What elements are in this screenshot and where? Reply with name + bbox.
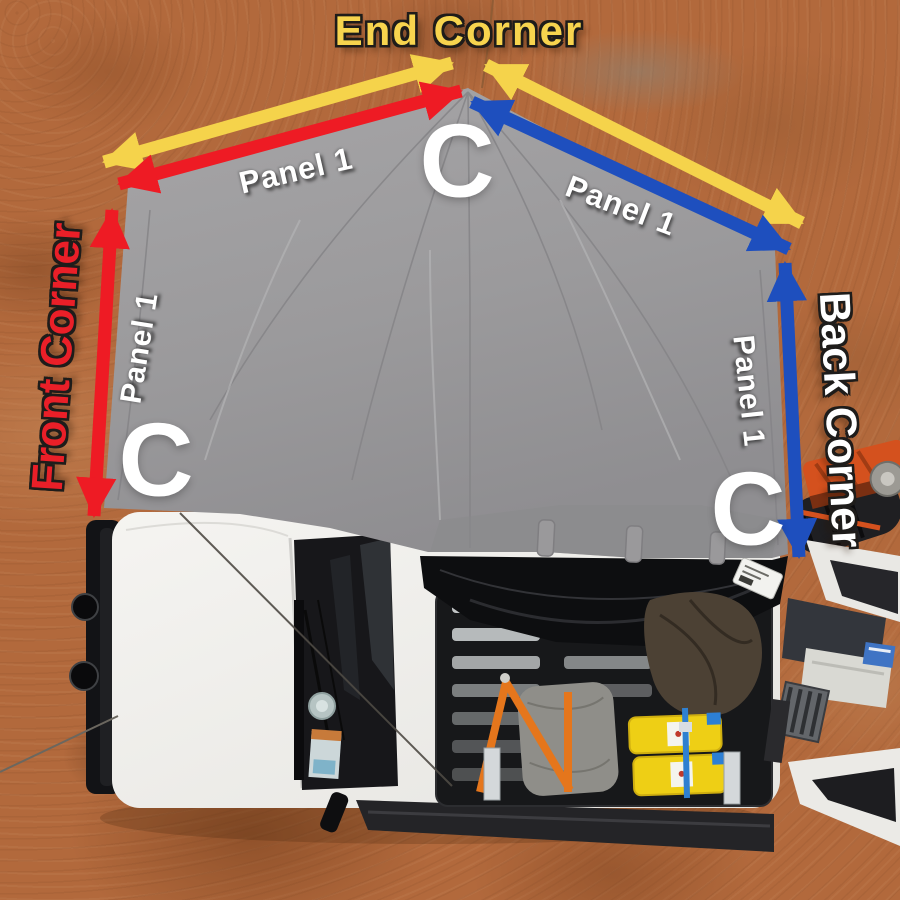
dash-papers bbox=[308, 729, 342, 779]
towel-fold bbox=[811, 660, 885, 676]
end-corner-label: End Corner bbox=[334, 7, 584, 54]
door-window-lower bbox=[812, 768, 896, 822]
hood-front-edge bbox=[125, 521, 289, 537]
dash-cup-inner bbox=[316, 700, 328, 712]
dark-strut bbox=[763, 699, 791, 763]
cowl-vent bbox=[294, 600, 304, 780]
arrow-red-front bbox=[76, 207, 130, 519]
side-gear bbox=[763, 439, 900, 846]
corner-marker-end: C bbox=[419, 103, 495, 220]
rack-bracket-right bbox=[723, 751, 741, 805]
guy-rope bbox=[179, 512, 453, 787]
chainsaw bbox=[802, 439, 900, 509]
arrow-blue-edge bbox=[469, 96, 792, 255]
arrow-blue-back bbox=[766, 260, 818, 560]
awning-bag-tag bbox=[732, 557, 783, 600]
windshield-reflection2 bbox=[330, 555, 360, 700]
guy-rope-2 bbox=[0, 715, 119, 773]
spotlight-right bbox=[69, 661, 99, 691]
door-window-upper bbox=[830, 560, 898, 614]
corner-marker-back: C bbox=[710, 451, 786, 568]
arrow-red-edge bbox=[117, 81, 463, 194]
blue-pack bbox=[862, 642, 896, 668]
spotlight-left bbox=[71, 593, 99, 621]
rack-bracket-left bbox=[483, 747, 501, 801]
corner-marker-front: C bbox=[118, 402, 194, 519]
jerry-cans bbox=[627, 712, 728, 797]
rolled-awning bbox=[356, 800, 774, 852]
awning-bag-fold2 bbox=[439, 569, 771, 601]
arrows bbox=[76, 54, 818, 560]
blue-strap bbox=[679, 707, 692, 799]
tarp-bottom-shade bbox=[430, 505, 780, 558]
tarp-tabs bbox=[536, 519, 727, 565]
bull-bar-inner bbox=[100, 528, 114, 786]
roof-rack bbox=[420, 556, 788, 807]
windshield-reflection bbox=[360, 538, 394, 690]
canvas-bag-folds bbox=[659, 599, 753, 706]
side-mirror bbox=[320, 792, 349, 833]
wiper2 bbox=[317, 599, 345, 741]
rolled-awning-highlight bbox=[367, 810, 771, 828]
